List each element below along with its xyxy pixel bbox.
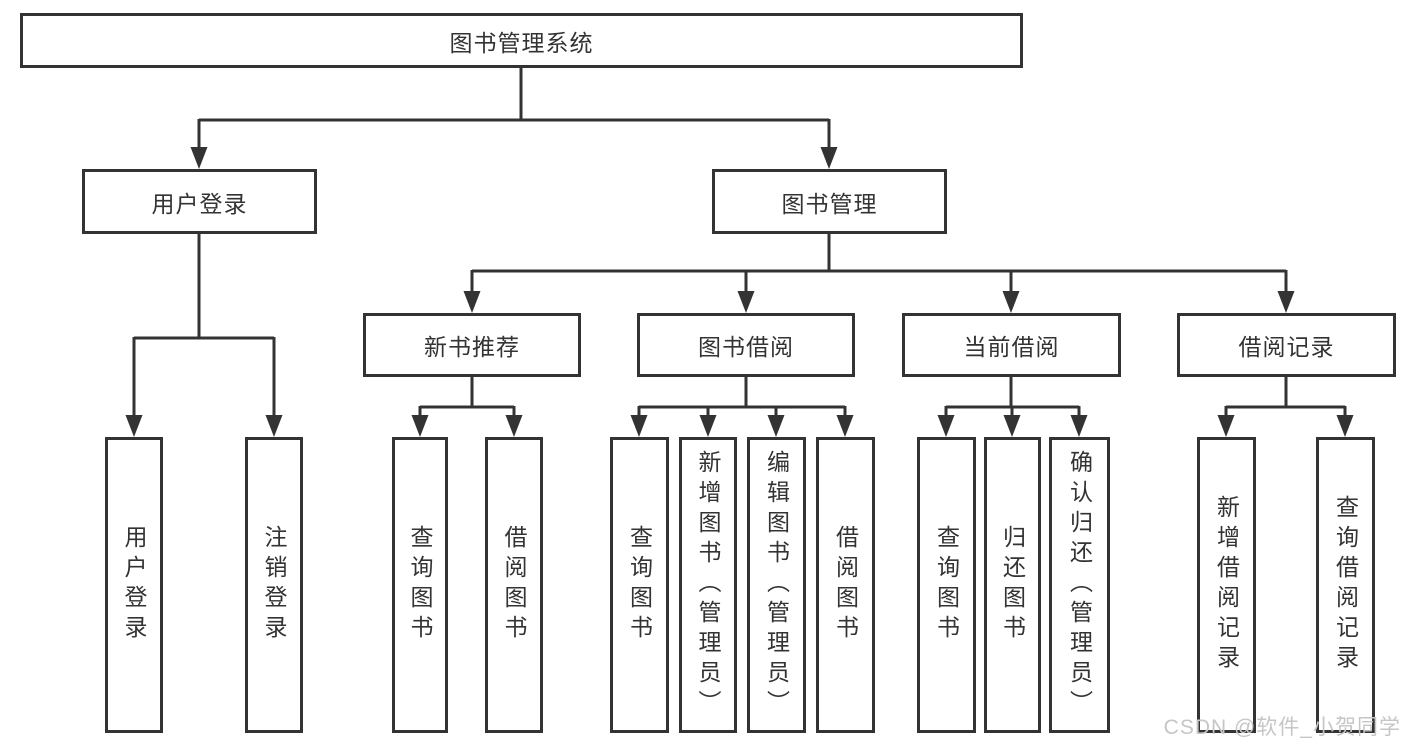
leaf-query-books-3: 查询图书 bbox=[917, 437, 976, 733]
leaf-return-books: 归还图书 bbox=[984, 437, 1041, 733]
leaf-confirm-return-admin: 确认归还（管理员） bbox=[1049, 437, 1110, 733]
arrowhead-icons bbox=[125, 147, 1354, 437]
leaf-borrow-books-2: 借阅图书 bbox=[816, 437, 875, 733]
node-user-login-branch: 用户登录 bbox=[82, 169, 317, 234]
csdn-watermark: CSDN @软件_小贺同学 bbox=[1163, 716, 1401, 739]
node-book-borrowing: 图书借阅 bbox=[637, 313, 855, 377]
leaf-add-books-admin: 新增图书（管理员） bbox=[679, 437, 737, 733]
leaf-add-borrow-record: 新增借阅记录 bbox=[1197, 437, 1256, 733]
leaf-borrow-books-1: 借阅图书 bbox=[485, 437, 543, 733]
node-current-borrowing: 当前借阅 bbox=[902, 313, 1121, 377]
leaf-query-books-2: 查询图书 bbox=[610, 437, 669, 733]
node-root-system: 图书管理系统 bbox=[20, 13, 1023, 68]
node-book-management: 图书管理 bbox=[712, 169, 947, 234]
leaf-query-borrow-record: 查询借阅记录 bbox=[1316, 437, 1375, 733]
leaf-logout: 注销登录 bbox=[245, 437, 303, 733]
leaf-user-login: 用户登录 bbox=[105, 437, 163, 733]
leaf-query-books-1: 查询图书 bbox=[392, 437, 448, 733]
node-borrowing-records: 借阅记录 bbox=[1177, 313, 1396, 377]
node-new-book-recommend: 新书推荐 bbox=[363, 313, 581, 377]
leaf-edit-books-admin: 编辑图书（管理员） bbox=[747, 437, 806, 733]
